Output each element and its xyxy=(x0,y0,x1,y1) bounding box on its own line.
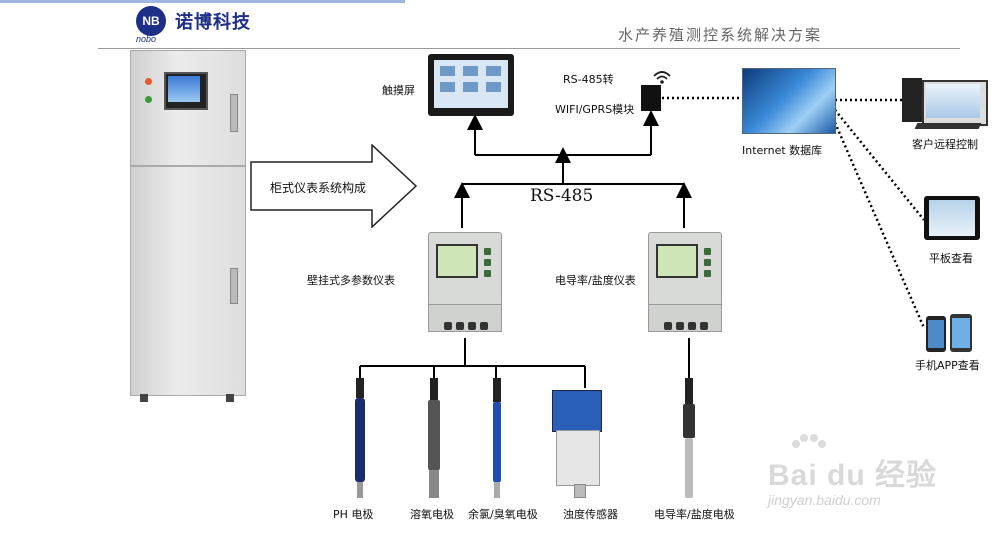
cabinet-upper-door xyxy=(130,50,246,166)
cabinet-upper-handle xyxy=(230,94,238,132)
turbidity-sensor-outlet xyxy=(574,484,586,498)
meter-button-icon xyxy=(484,259,491,266)
touchscreen-tile xyxy=(463,82,478,92)
arrow-label: 柜式仪表系统构成 xyxy=(270,181,367,195)
meter-port-icon xyxy=(700,322,708,330)
meter-right-screen xyxy=(656,244,698,278)
touchscreen-tile xyxy=(486,66,501,76)
phone-display xyxy=(952,318,970,348)
meter-port-icon xyxy=(468,322,476,330)
touchscreen-label: 触摸屏 xyxy=(382,84,415,97)
chlorine-ozone-electrode-icon xyxy=(493,378,501,498)
tablet-label: 平板查看 xyxy=(929,252,973,265)
cabinet-foot-left xyxy=(140,394,148,402)
meter-port-icon xyxy=(480,322,488,330)
rs485-bus-label: RS-485 xyxy=(530,186,594,206)
big-right-arrow-icon xyxy=(250,144,418,228)
module-label-line2: WIFI/GPRS模块 xyxy=(555,103,635,116)
company-logo-subtext: nobo xyxy=(136,34,157,44)
touchscreen-tile xyxy=(440,66,455,76)
turbidity-sensor-body xyxy=(556,430,600,486)
meter-left-label: 壁挂式多参数仪表 xyxy=(307,274,395,287)
meter-button-icon xyxy=(704,270,711,277)
sensor-label-chlorine-ozone: 余氯/臭氧电极 xyxy=(468,508,538,521)
sensor-label-turbidity: 浊度传感器 xyxy=(563,508,618,521)
meter-port-icon xyxy=(444,322,452,330)
meter-port-icon xyxy=(456,322,464,330)
cabinet-green-indicator-icon xyxy=(145,96,152,103)
meter-left-screen xyxy=(436,244,478,278)
meter-right-label: 电导率/盐度仪表 xyxy=(555,274,636,287)
meter-button-icon xyxy=(484,270,491,277)
company-logo: NB xyxy=(136,6,166,36)
phone-app-label: 手机APP查看 xyxy=(915,359,980,372)
wifi-icon xyxy=(653,71,671,84)
cabinet-screen-display xyxy=(168,76,200,102)
pc-tower-icon xyxy=(902,78,922,122)
turbidity-sensor-head xyxy=(552,390,602,432)
meter-button-icon xyxy=(704,248,711,255)
phone-display xyxy=(928,320,944,348)
touchscreen-tile xyxy=(440,82,455,92)
sensor-label-dissolved-oxygen: 溶氧电极 xyxy=(410,508,454,521)
touchscreen-tile xyxy=(463,66,478,76)
rs485-wifi-module xyxy=(641,85,661,111)
touchscreen-display xyxy=(434,60,508,108)
sensor-label-ph: PH 电极 xyxy=(333,508,374,521)
watermark-url: jingyan.baidu.com xyxy=(768,492,881,508)
internet-database-image xyxy=(742,68,836,134)
database-label: Internet 数据库 xyxy=(742,144,823,157)
meter-port-icon xyxy=(688,322,696,330)
header-divider xyxy=(98,48,960,49)
meter-left-base xyxy=(428,304,502,332)
cabinet-lower-handle xyxy=(230,268,238,304)
keyboard-icon xyxy=(914,123,982,129)
sensor-label-conductivity: 电导率/盐度电极 xyxy=(654,508,735,521)
meter-button-icon xyxy=(484,248,491,255)
watermark-text: Bai du 经验 xyxy=(768,459,938,492)
client-pc-label: 客户远程控制 xyxy=(912,138,978,151)
ph-electrode-icon xyxy=(355,378,365,498)
dissolved-oxygen-electrode-icon xyxy=(428,378,440,498)
cabinet-lower-door xyxy=(130,166,246,396)
cabinet-red-indicator-icon xyxy=(145,78,152,85)
meter-port-icon xyxy=(664,322,672,330)
touchscreen-tile xyxy=(486,82,501,92)
pc-monitor-display xyxy=(926,84,980,118)
meter-right-base xyxy=(648,304,722,332)
baidu-paw-icon xyxy=(792,434,826,448)
meter-button-icon xyxy=(704,259,711,266)
company-name: 诺博科技 xyxy=(175,12,251,33)
module-label-line1: RS-485转 xyxy=(563,73,614,86)
cabinet-foot-right xyxy=(226,394,234,402)
conductivity-electrode-icon xyxy=(683,378,695,498)
top-accent-line xyxy=(0,0,405,3)
page-title: 水产养殖测控系统解决方案 xyxy=(618,26,823,44)
meter-port-icon xyxy=(676,322,684,330)
tablet-display xyxy=(929,200,975,236)
